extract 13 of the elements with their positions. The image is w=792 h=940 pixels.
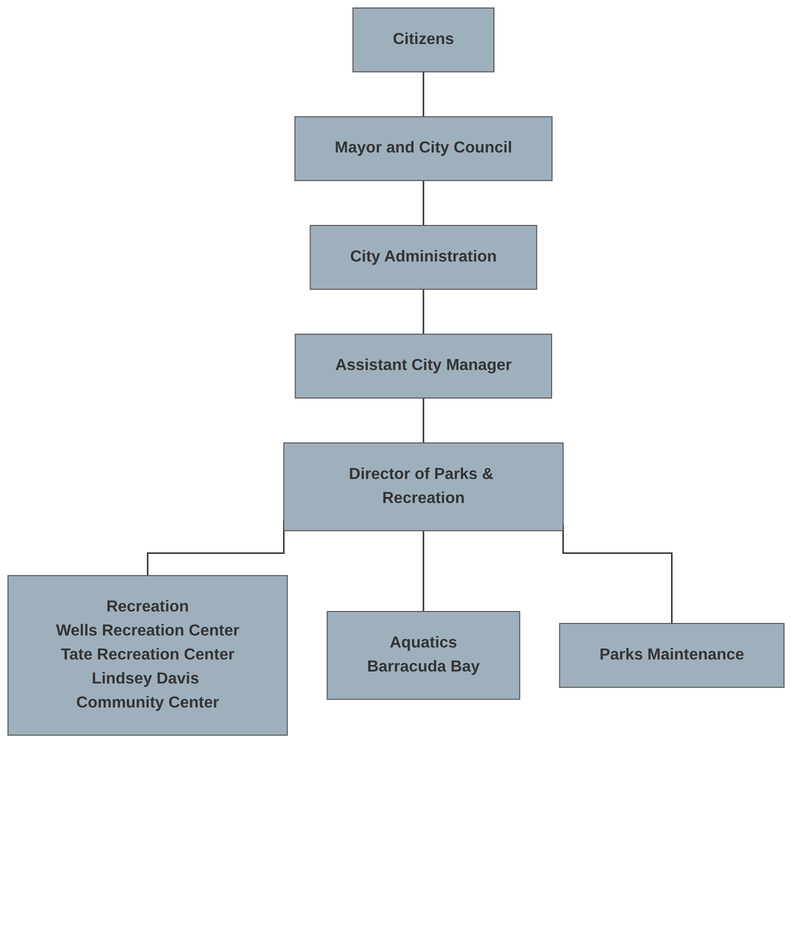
node-box: Aquatics Barracuda Bay: [326, 611, 520, 700]
connector: [422, 180, 424, 226]
node-box: Assistant City Manager: [294, 334, 552, 399]
node-box: Parks Maintenance: [559, 623, 785, 688]
node-box: Director of Parks & Recreation: [283, 442, 564, 532]
node-box: Mayor and City Council: [294, 116, 553, 182]
node-box: Recreation Wells Recreation Center Tate Recreation Center Lindsey Davis Community Center: [7, 575, 288, 736]
connector: [422, 530, 424, 612]
connector: [422, 289, 424, 335]
connector: [422, 72, 424, 118]
connector: [422, 398, 424, 444]
node-box: City Administration: [310, 224, 538, 290]
node-box: Citizens: [352, 7, 494, 72]
